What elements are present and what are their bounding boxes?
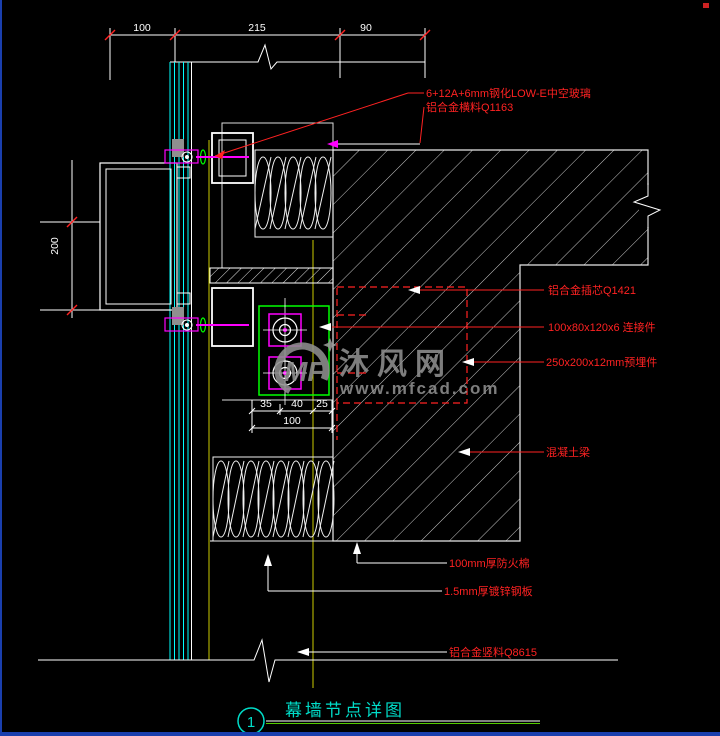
label-embed: 250x200x12mm预埋件 xyxy=(546,356,657,369)
top-dimension-chain: 100 215 90 xyxy=(104,22,431,80)
dimension-ticks xyxy=(104,29,431,41)
title-number: 1 xyxy=(247,714,255,731)
lower-joint-hardware xyxy=(164,307,249,333)
label-mullion: 铝合金竖料Q8615 xyxy=(449,645,537,659)
callout-steelplate: 1.5mm厚镀锌钢板 xyxy=(264,554,533,598)
callout-beam: 混凝土梁 xyxy=(458,445,590,459)
callout-embed: 250x200x12mm预埋件 xyxy=(462,356,657,369)
beam-break-symbol xyxy=(632,183,662,228)
watermark-site: www.mfcad.com xyxy=(339,379,500,398)
watermark-logo-text: MF xyxy=(284,356,325,387)
label-connector: 100x80x120x6 连接件 xyxy=(548,321,656,334)
connector-dimensions: 35 40 25 100 xyxy=(248,398,336,433)
dim-left-200: 200 xyxy=(49,237,61,255)
dim-top-left: 100 xyxy=(133,22,151,34)
fire-stop-strip xyxy=(209,267,334,284)
watermark: MF 沐风网 www.mfcad.com xyxy=(274,338,500,398)
top-edge-break-line xyxy=(170,43,425,71)
label-firecotton: 100mm厚防火棉 xyxy=(449,556,530,570)
aluminum-profile-boxes xyxy=(211,132,254,347)
drawing-title: 1 幕墙节点详图 xyxy=(237,701,540,735)
callout-glass: 6+12A+6mm钢化LOW-E中空玻璃 xyxy=(214,86,591,159)
watermark-name: 沐风网 xyxy=(339,348,453,381)
dim-conn-35: 35 xyxy=(260,398,272,410)
label-insert: 铝合金插芯Q1421 xyxy=(548,283,636,297)
dim-conn-25: 25 xyxy=(316,398,328,410)
bottom-break-line xyxy=(38,638,618,683)
insulation-bottom xyxy=(212,456,335,542)
callout-connector: 100x80x120x6 连接件 xyxy=(319,321,656,334)
upper-joint-hardware xyxy=(164,139,249,165)
callout-insert: 铝合金插芯Q1421 xyxy=(408,283,636,297)
callout-transom: 铝合金横料Q1163 xyxy=(327,100,513,148)
dim-conn-40: 40 xyxy=(291,398,303,410)
insulation-top xyxy=(254,149,334,238)
callout-firecotton: 100mm厚防火棉 xyxy=(353,542,530,570)
label-glass: 6+12A+6mm钢化LOW-E中空玻璃 xyxy=(426,86,591,100)
window-frame-section xyxy=(99,162,191,311)
label-beam: 混凝土梁 xyxy=(546,445,590,459)
title-text: 幕墙节点详图 xyxy=(285,701,405,720)
dim-top-right: 90 xyxy=(360,22,372,34)
dim-top-mid: 215 xyxy=(248,22,266,34)
watermark-sparkle xyxy=(323,338,337,352)
label-transom: 铝合金横料Q1163 xyxy=(426,100,513,114)
bolt-top xyxy=(263,313,307,347)
label-steelplate: 1.5mm厚镀锌钢板 xyxy=(444,584,533,598)
left-dimension: 200 xyxy=(40,160,100,318)
watermark-logo-ring xyxy=(274,342,330,398)
corner-red-mark xyxy=(703,3,709,8)
dim-conn-100: 100 xyxy=(283,415,301,427)
callout-mullion: 铝合金竖料Q8615 xyxy=(297,645,537,659)
magenta-arrow xyxy=(327,140,338,148)
